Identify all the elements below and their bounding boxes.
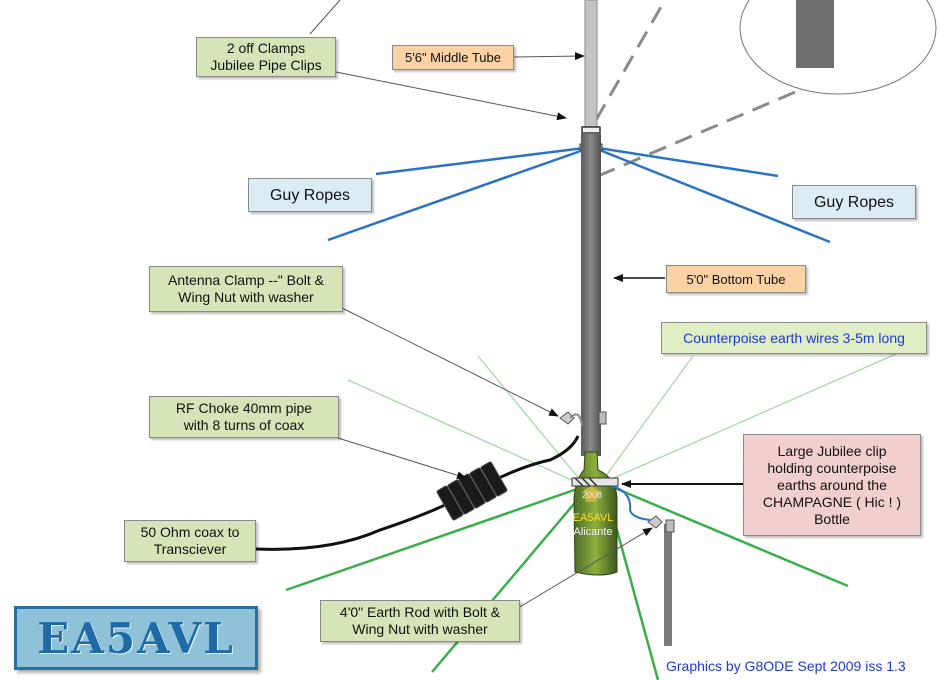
guy-ropes-left-text: Guy Ropes [269, 186, 351, 204]
bottle-city: Alicante [573, 526, 612, 538]
jubilee-line-1: Large Jubilee clip [777, 442, 887, 459]
zoom-detail [594, 0, 937, 178]
champagne-bottle: 2008 EA5AVL Alicante [571, 451, 619, 576]
rf-choke-coil [436, 461, 508, 521]
earth-rod-bolt [647, 515, 675, 533]
callsign-logo: EA5AVL [14, 606, 258, 670]
clamps-line-1: 2 off Clamps [226, 40, 306, 56]
rf-choke-line-2: with 8 turns of coax [183, 417, 305, 433]
bottle-year: 2008 [582, 490, 602, 500]
clamps-label: 2 off Clamps Jubilee Pipe Clips [196, 37, 336, 77]
coax-line-2: Transciever [153, 541, 227, 557]
bottom-tube-text: 5'0" Bottom Tube [686, 271, 786, 287]
jubilee-line-4: CHAMPAGNE ( Hic ! ) [762, 493, 902, 510]
leader-lines [309, 0, 744, 609]
guy-ropes-right-text: Guy Ropes [813, 193, 895, 211]
jubilee-line-5: Bottle [814, 510, 850, 527]
feed-wire [611, 485, 651, 521]
rf-choke-line-1: RF Choke 40mm pipe [175, 400, 313, 416]
coax-line-1: 50 Ohm coax to [140, 524, 240, 540]
earth-rod-line-1: 4'0" Earth Rod with Bolt & [339, 604, 501, 620]
middle-tube [584, 0, 598, 129]
guy-ropes [327, 145, 831, 244]
counterpoise-wires [347, 353, 897, 487]
coax-cable [255, 435, 580, 551]
middle-tube-text: 5'6" Middle Tube [405, 50, 501, 65]
pipe-clip-top [581, 126, 601, 134]
counterpoise-text: Counterpoise earth wires 3-5m long [683, 329, 905, 346]
guy-ropes-left-label: Guy Ropes [248, 178, 372, 212]
bottom-tube-label: 5'0" Bottom Tube [666, 265, 806, 293]
guy-ropes-right-label: Guy Ropes [792, 185, 916, 219]
clamps-line-2: Jubilee Pipe Clips [210, 57, 322, 73]
logo-text: EA5AVL [37, 613, 235, 663]
coax-label: 50 Ohm coax to Transciever [124, 520, 256, 562]
jubilee-clip-label: Large Jubilee clip holding counterpoise … [743, 434, 921, 536]
earth-rod-label: 4'0" Earth Rod with Bolt & Wing Nut with… [320, 600, 520, 642]
earth-rod-line-2: Wing Nut with washer [352, 621, 488, 637]
jubilee-line-3: earths around the [777, 476, 887, 493]
bottom-tube [581, 134, 601, 456]
antenna-clamp-label: Antenna Clamp --" Bolt & Wing Nut with w… [149, 266, 343, 312]
middle-tube-label: 5'6" Middle Tube [392, 45, 514, 70]
antenna-clamp-bolt [559, 411, 607, 427]
rf-choke-label: RF Choke 40mm pipe with 8 turns of coax [149, 396, 339, 438]
earth-rod [664, 524, 672, 646]
credit-text: Graphics by G8ODE Sept 2009 iss 1.3 [666, 658, 906, 674]
bottle-callsign: EA5AVL [573, 512, 614, 524]
jubilee-line-2: holding counterpoise [767, 459, 897, 476]
counterpoise-label: Counterpoise earth wires 3-5m long [661, 322, 927, 354]
antenna-clamp-line-2: Wing Nut with washer [178, 289, 314, 305]
antenna-clamp-line-1: Antenna Clamp --" Bolt & [168, 272, 324, 288]
